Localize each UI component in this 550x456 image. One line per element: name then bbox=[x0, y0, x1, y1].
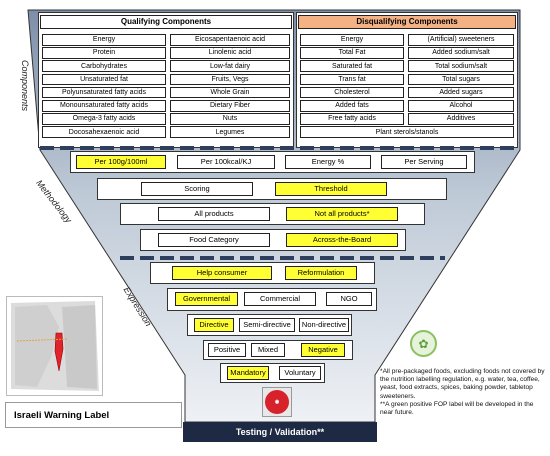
all-products-option: All products bbox=[158, 207, 270, 221]
qualifying-item: Docosahexaenoic acid bbox=[42, 126, 166, 138]
disqualifying-item: (Artificial) sweeteners bbox=[408, 34, 514, 46]
qualifying-item: Carbohydrates bbox=[42, 60, 166, 72]
qualifying-item: Low-fat dairy bbox=[170, 60, 290, 72]
unit-per-100kcal: Per 100kcal/KJ bbox=[177, 155, 275, 169]
qualifying-item: Unsaturated fat bbox=[42, 73, 166, 86]
food-category-option: Food Category bbox=[158, 233, 270, 247]
separator-2 bbox=[120, 256, 445, 260]
scoring-option: Scoring bbox=[141, 182, 253, 196]
testing-validation-bar: Testing / Validation** bbox=[235, 427, 325, 437]
disqualifying-item: Added sodium/salt bbox=[408, 47, 514, 59]
disqualifying-item: Added fats bbox=[300, 100, 404, 112]
qualifying-item: Energy bbox=[42, 34, 166, 46]
qualifying-item: Dietary Fiber bbox=[170, 100, 290, 112]
unit-per-100g: Per 100g/100ml bbox=[76, 155, 166, 169]
qualifying-item: Omega-3 fatty acids bbox=[42, 113, 166, 125]
directive-option: Directive bbox=[194, 318, 234, 332]
green-label-seal: ✿ bbox=[410, 330, 437, 357]
qualifying-item: Whole Grain bbox=[170, 86, 290, 99]
footnote-1: *All pre-packaged foods, excluding foods… bbox=[380, 368, 545, 400]
qualifying-item: Monounsaturated fatty acids bbox=[42, 100, 166, 112]
voluntary-option: Voluntary bbox=[279, 366, 321, 380]
across-the-board-option: Across-the-Board bbox=[286, 233, 398, 247]
separator-1 bbox=[40, 146, 520, 150]
negative-option: Negative bbox=[301, 343, 345, 357]
disqualifying-item: Energy bbox=[300, 34, 404, 46]
disqualifying-item: Cholesterol bbox=[300, 86, 404, 99]
threshold-option: Threshold bbox=[275, 182, 387, 196]
mandatory-option: Mandatory bbox=[227, 366, 269, 380]
footnotes: *All pre-packaged foods, excluding foods… bbox=[380, 368, 545, 417]
qualifying-item: Polyunsaturated fatty acids bbox=[42, 86, 166, 99]
ngo-option: NGO bbox=[326, 292, 372, 306]
disqualifying-item: Total sugars bbox=[408, 73, 514, 86]
warning-label-logo: ◉ bbox=[262, 387, 292, 417]
disqualifying-item: Free fatty acids bbox=[300, 113, 404, 125]
governmental-option: Governmental bbox=[175, 292, 238, 306]
help-consumer-option: Help consumer bbox=[172, 266, 272, 280]
reformulation-option: Reformulation bbox=[285, 266, 357, 280]
disqualifying-header: Disqualifying Components bbox=[298, 15, 516, 29]
components-label: Components bbox=[20, 60, 30, 112]
not-all-products-option: Not all products* bbox=[286, 207, 398, 221]
disqualifying-item: Added sugars bbox=[408, 86, 514, 99]
commercial-option: Commercial bbox=[244, 292, 316, 306]
unit-energy: Energy % bbox=[285, 155, 371, 169]
israeli-warning-label-caption: Israeli Warning Label bbox=[5, 402, 182, 428]
positive-option: Positive bbox=[208, 343, 246, 357]
qualifying-item: Fruits, Vegs bbox=[170, 73, 290, 86]
qualifying-header: Qualifying Components bbox=[40, 15, 292, 29]
qualifying-item: Protein bbox=[42, 47, 166, 59]
qualifying-item: Nuts bbox=[170, 113, 290, 125]
mixed-option: Mixed bbox=[251, 343, 285, 357]
disqualifying-item: Total Fat bbox=[300, 47, 404, 59]
semi-directive-option: Semi-directive bbox=[239, 318, 295, 332]
qualifying-item: Legumes bbox=[170, 126, 290, 138]
qualifying-item: Linolenic acid bbox=[170, 47, 290, 59]
disqualifying-item: Additives bbox=[408, 113, 514, 125]
qualifying-item: Eicosapentaenoic acid bbox=[170, 34, 290, 46]
israel-map-icon bbox=[11, 301, 99, 391]
disqualifying-item: Saturated fat bbox=[300, 60, 404, 72]
footnote-2: **A green positive FOP label will be dev… bbox=[380, 400, 534, 417]
map-panel bbox=[6, 296, 103, 396]
non-directive-option: Non-directive bbox=[299, 318, 349, 332]
plant-sterols-item: Plant sterols/stanols bbox=[300, 126, 514, 138]
disqualifying-item: Trans fat bbox=[300, 73, 404, 86]
disqualifying-item: Alcohol bbox=[408, 100, 514, 112]
disqualifying-item: Total sodium/salt bbox=[408, 60, 514, 72]
unit-per-serving: Per Serving bbox=[381, 155, 467, 169]
warning-label-icon: ◉ bbox=[265, 390, 289, 414]
